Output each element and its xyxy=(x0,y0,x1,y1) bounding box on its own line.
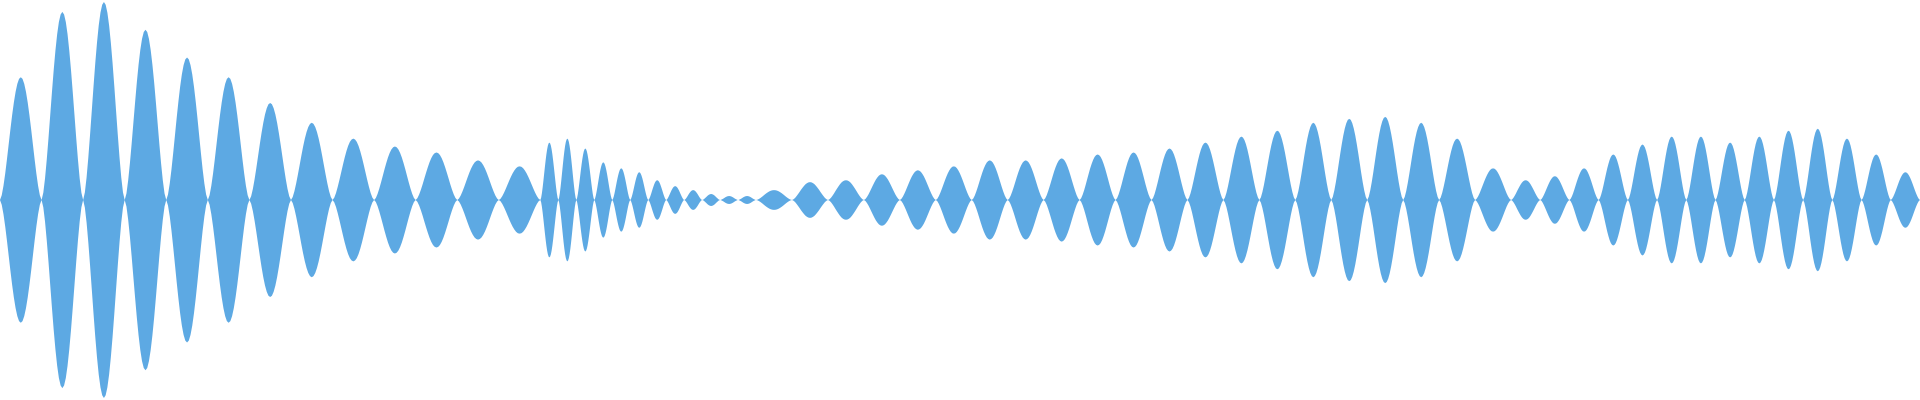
waveform-shape xyxy=(0,2,1920,398)
audio-waveform xyxy=(0,2,1920,398)
